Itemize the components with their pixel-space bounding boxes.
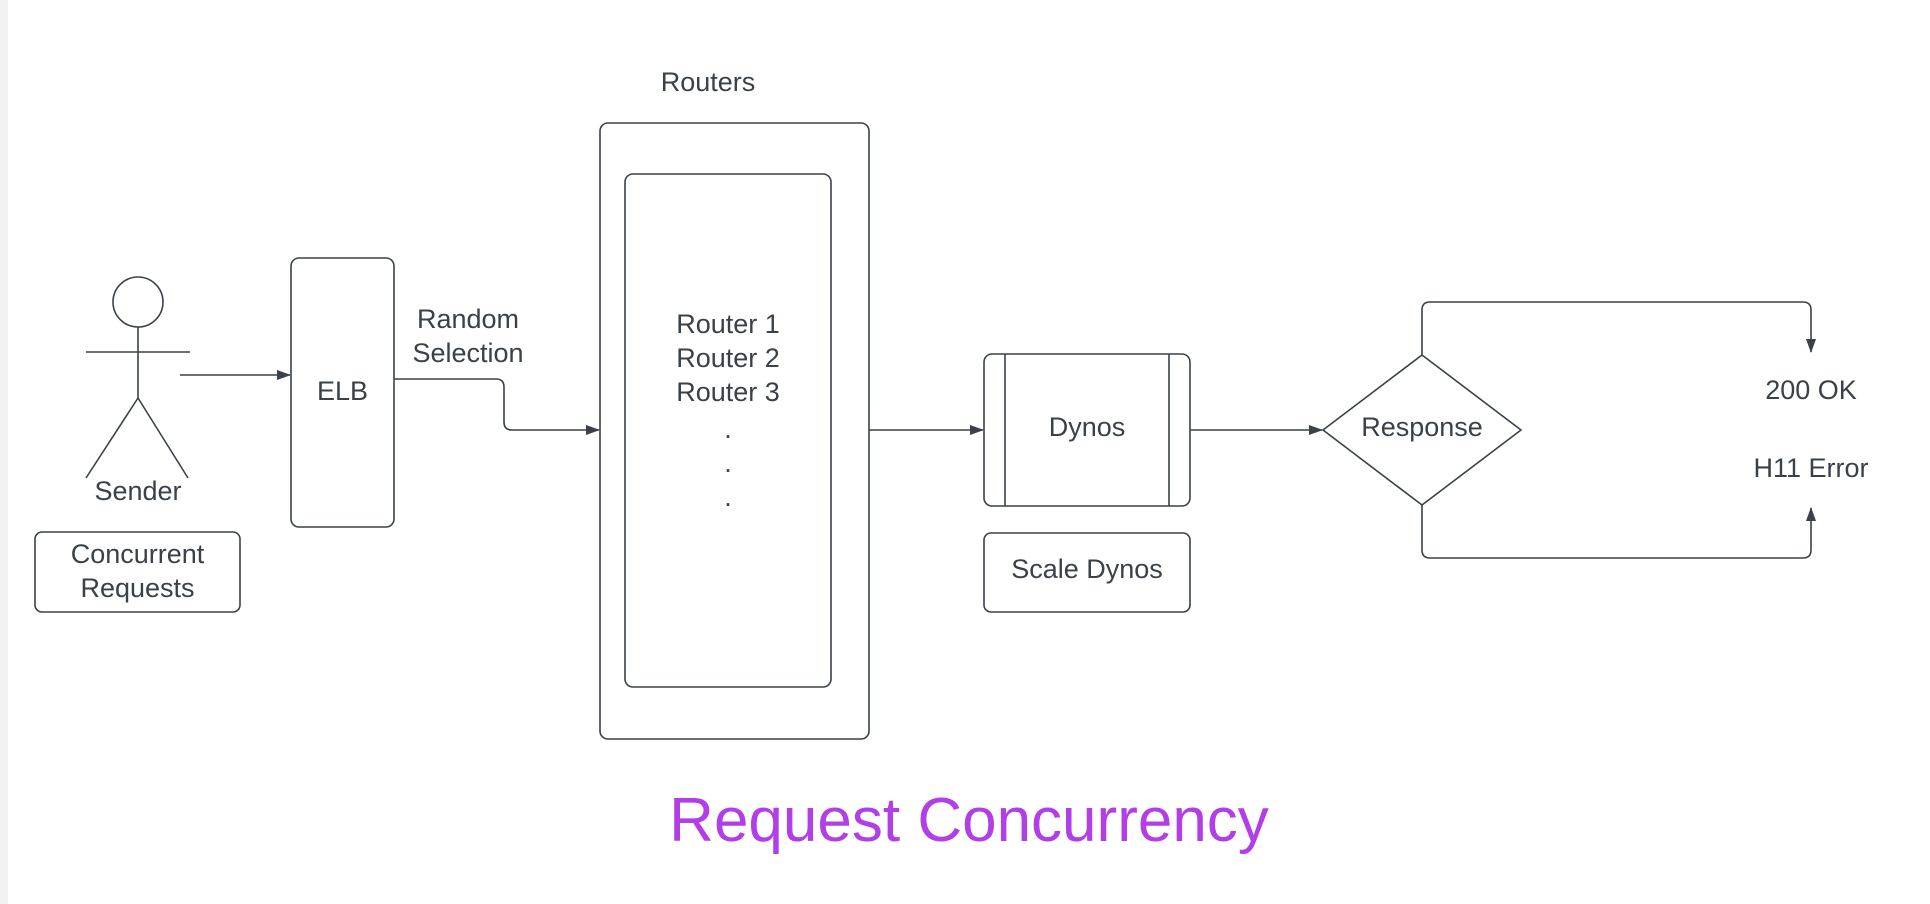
- concurrent-requests-label: Concurrent Requests: [70, 539, 205, 603]
- edge-elb-to-routers: [394, 378, 600, 435]
- diagram-canvas: Sender Concurrent Requests ELB Random Se…: [8, 0, 1930, 904]
- dynos-label: Dynos: [1048, 412, 1126, 442]
- router-list-box: [624, 173, 832, 688]
- diagram-title: Request Concurrency: [669, 786, 1269, 855]
- diagram-shapes: [34, 122, 1816, 740]
- edge-response-to-error: [1421, 505, 1816, 559]
- response-label: Response: [1361, 412, 1483, 442]
- scale-dynos-label: Scale Dynos: [1011, 554, 1163, 584]
- sender-label: Sender: [94, 476, 182, 506]
- sender-actor-icon: [85, 276, 190, 479]
- elb-box: [290, 257, 395, 528]
- router-list-label: Router 1 Router 2 Router 3: [676, 309, 780, 407]
- random-selection-label: Random Selection: [412, 304, 524, 368]
- elb-label: ELB: [316, 376, 369, 406]
- edge-response-to-ok: [1421, 301, 1816, 355]
- routers-group-label: Routers: [660, 67, 756, 97]
- concurrent-requests-box: [34, 531, 241, 613]
- scale-dynos-box: [983, 532, 1191, 613]
- ok-label: 200 OK: [1765, 375, 1857, 405]
- router-ellipsis: . . .: [724, 414, 732, 512]
- error-label: H11 Error: [1753, 453, 1869, 483]
